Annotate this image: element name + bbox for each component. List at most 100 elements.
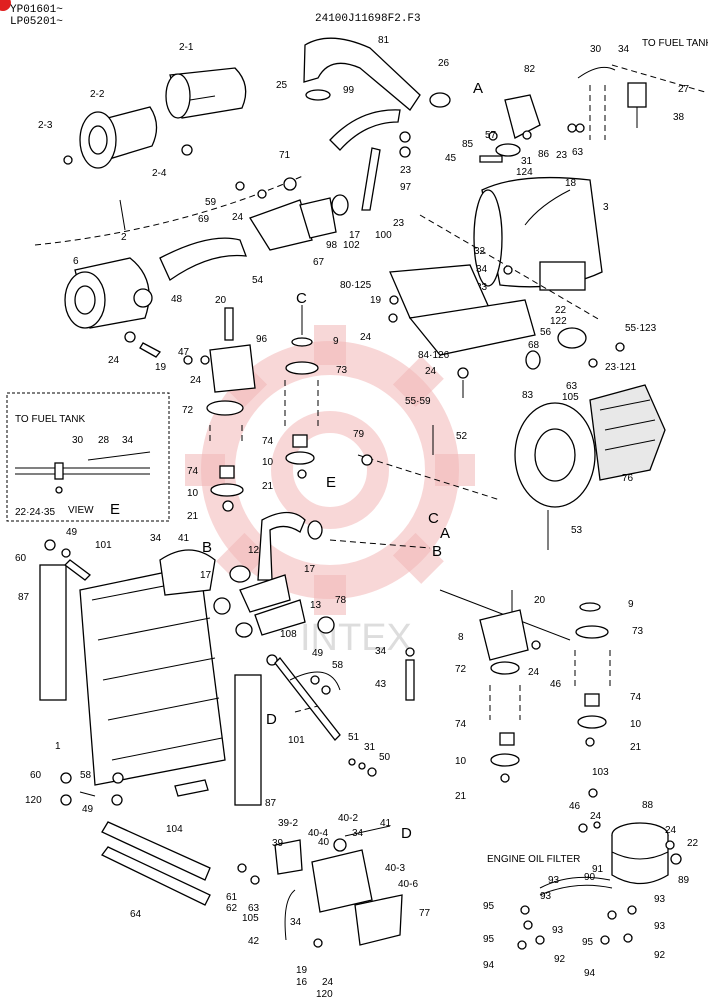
label-2-1: 2-1 (179, 42, 194, 53)
label-81: 81 (378, 35, 390, 46)
washer-51 (348, 758, 356, 766)
label-71: 71 (279, 150, 291, 161)
label-122: 122 (550, 316, 567, 327)
label-95a: 95 (483, 901, 495, 912)
intake-hose (159, 237, 247, 281)
upper-hose-81 (303, 37, 451, 211)
label-13: 13 (310, 600, 322, 611)
label-86: 86 (538, 149, 550, 160)
serial-range-2: LP05201~ (10, 16, 63, 28)
label-76: 76 (622, 473, 634, 484)
reserve-tank-40 (237, 825, 403, 948)
label-93e: 93 (654, 894, 666, 905)
label-74d: 74 (630, 692, 642, 703)
radiator-hoses (213, 511, 335, 638)
label-49c: 49 (82, 804, 94, 815)
label-74b: 74 (262, 436, 274, 447)
label-28: 28 (98, 435, 110, 446)
label-40-6: 40-6 (398, 879, 418, 890)
label-90: 90 (584, 872, 596, 883)
hydraulic-pump-76 (514, 384, 666, 508)
label-22a: 22 (555, 305, 567, 316)
cushion-bars (101, 821, 211, 906)
label-1: 1 (55, 741, 61, 752)
label-40-3: 40-3 (385, 863, 405, 874)
label-72b: 72 (455, 664, 467, 675)
fitting-79 (361, 454, 373, 466)
label-3: 3 (603, 202, 609, 213)
label-42: 42 (248, 936, 260, 947)
label-30b: 30 (72, 435, 84, 446)
label-17c: 17 (304, 564, 316, 575)
ref-D-left: D (266, 711, 277, 728)
label-43: 43 (375, 679, 387, 690)
ref-C-top: C (296, 290, 307, 307)
label-60b: 60 (30, 770, 42, 781)
label-21d: 21 (630, 742, 642, 753)
label-72a: 72 (182, 405, 194, 416)
radiator-1 (39, 539, 262, 806)
label-19c: 19 (296, 965, 308, 976)
label-17b: 17 (200, 570, 212, 581)
label-62: 62 (226, 903, 238, 914)
label-69: 69 (198, 214, 210, 225)
ref-A-top: A (473, 80, 483, 97)
label-96: 96 (256, 334, 268, 345)
stud-43 (405, 647, 415, 701)
label-87a: 87 (18, 592, 30, 603)
label-20b: 20 (534, 595, 546, 606)
label-98: 98 (326, 240, 338, 251)
label-74c: 74 (455, 719, 467, 730)
label-8: 8 (458, 632, 464, 643)
label-19a: 19 (155, 362, 167, 373)
center-dashed-line (357, 454, 501, 501)
label-91: 91 (592, 864, 604, 875)
label-26: 26 (438, 58, 450, 69)
label-to-fuel-tank-top: TO FUEL TANK (642, 38, 708, 49)
fuel-line-top-right (567, 64, 706, 140)
label-47: 47 (178, 347, 190, 358)
label-to-fuel-tank-inset: TO FUEL TANK (15, 414, 86, 425)
label-60a: 60 (15, 553, 27, 564)
label-58a: 58 (332, 660, 344, 671)
label-24c: 24 (232, 212, 244, 223)
label-103: 103 (592, 767, 609, 778)
label-31b: 31 (364, 742, 376, 753)
engine-oil-filter-88 (517, 788, 682, 950)
washer-31 (358, 762, 366, 770)
label-63a: 63 (572, 147, 584, 158)
label-24a: 24 (108, 355, 120, 366)
label-82: 82 (524, 64, 536, 75)
label-53: 53 (571, 525, 583, 536)
label-45: 45 (445, 153, 457, 164)
label-2: 2 (121, 232, 127, 243)
label-63c: 63 (248, 903, 260, 914)
label-24g: 24 (322, 977, 334, 988)
label-83: 83 (522, 390, 534, 401)
label-2-2: 2-2 (90, 89, 105, 100)
right-mount-stack (574, 602, 611, 747)
mounting-bracket-96 (183, 307, 256, 393)
intake-elbow-assembly (235, 177, 349, 251)
label-19b: 19 (370, 295, 382, 306)
label-31: 31 (521, 156, 533, 167)
label-39-2: 39-2 (278, 818, 298, 829)
label-34d: 34 (150, 533, 162, 544)
damper-68 (557, 327, 587, 349)
label-40: 40 (318, 837, 330, 848)
stay-rod-101 (266, 654, 341, 741)
label-54: 54 (252, 275, 264, 286)
label-10b: 10 (262, 457, 274, 468)
label-92b: 92 (654, 950, 666, 961)
label-38: 38 (673, 112, 685, 123)
label-89: 89 (678, 875, 690, 886)
label-34f: 34 (352, 828, 364, 839)
label-59: 59 (205, 197, 217, 208)
muffler-3 (419, 176, 603, 321)
label-23-121: 23·121 (605, 362, 637, 373)
label-34g: 34 (290, 917, 302, 928)
label-93b: 93 (540, 891, 552, 902)
label-85: 85 (462, 139, 474, 150)
label-52: 52 (456, 431, 468, 442)
label-21c: 21 (455, 791, 467, 802)
